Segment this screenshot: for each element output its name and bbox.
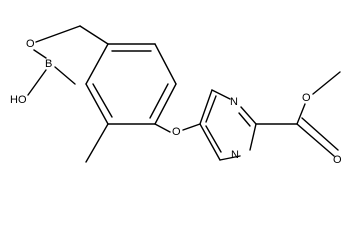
bond-carbonyl-o-double-1 <box>296 123 335 157</box>
mask-ho <box>9 93 30 107</box>
bond-carbonyl-o-ester <box>296 103 306 125</box>
bond-methyl <box>85 123 109 163</box>
molecule-diagram: O B HO O N N O O <box>9 25 344 167</box>
mask-o-ether <box>170 125 183 139</box>
atom-labels: O B HO O N N O O <box>10 38 342 166</box>
atom-b: B <box>45 58 52 70</box>
bond-c5-c6 <box>154 83 177 125</box>
atom-n-bottom: N <box>231 149 239 161</box>
bond-c5-c6-inner <box>149 83 169 119</box>
atom-ho: HO <box>10 94 27 106</box>
bond-pz-c6-n1 <box>211 89 231 100</box>
bond-pz-c5-c6 <box>199 89 213 125</box>
bond-b-c7a <box>54 66 76 85</box>
bond-ch2-o <box>35 25 81 43</box>
mask-n-top <box>228 95 241 109</box>
bond-carbonyl-o-double-2 <box>301 117 339 151</box>
mask-o-ester <box>300 91 313 105</box>
bond-c7-c7a-inner <box>92 83 113 118</box>
bond-o-ester-methyl <box>312 71 341 95</box>
atom-o-ether: O <box>172 126 181 138</box>
bond-c4-c5 <box>154 43 177 85</box>
bond-pz-c2-c3 <box>249 123 257 151</box>
bond-pz-n1-c2-inner <box>238 112 251 127</box>
bond-pz-n1-c2 <box>240 106 257 125</box>
bonds <box>27 25 341 163</box>
bond-c6-o <box>154 123 171 133</box>
bond-o-pyrazine <box>182 123 201 131</box>
bond-c7a-c3a <box>85 43 109 85</box>
atom-o-carbonyl: O <box>333 154 342 166</box>
bond-b-oh <box>27 69 47 96</box>
bond-ch2-c3a <box>79 25 109 45</box>
label-masks <box>9 37 344 167</box>
atom-n-top: N <box>230 96 238 108</box>
atom-o-ester: O <box>302 92 311 104</box>
bond-o-b <box>33 49 47 59</box>
bond-pz-n4-c5 <box>199 123 221 161</box>
mask-n-bottom <box>229 148 242 162</box>
bond-c7-c7a <box>85 83 109 125</box>
bond-pz-c5-c6-inner <box>205 95 217 123</box>
mask-b <box>43 57 56 71</box>
bond-pz-c3-n4 <box>219 155 241 161</box>
bond-pz-n4-c5-inner <box>205 125 222 153</box>
mask-o-ring <box>24 37 37 51</box>
atom-o-ring: O <box>26 38 35 50</box>
